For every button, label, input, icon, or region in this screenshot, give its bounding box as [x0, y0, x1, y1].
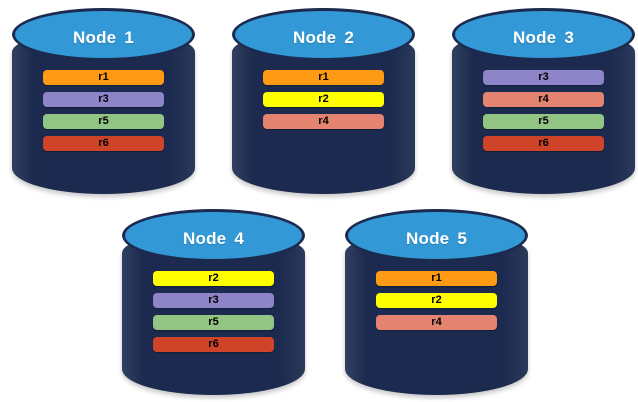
node-title-number: 4 — [234, 228, 244, 248]
cylinder-top-disc — [122, 209, 305, 262]
replica-bar-r4[interactable]: r4 — [483, 92, 604, 107]
cylinder-top-disc — [452, 8, 635, 61]
node-title-number: 3 — [564, 27, 574, 47]
node-title-number: 2 — [344, 27, 354, 47]
replica-bar-r4[interactable]: r4 — [263, 114, 384, 129]
node-cylinder-5[interactable]: Node 5 r1 r2 r4 — [345, 209, 528, 395]
node-cylinder-4[interactable]: Node 4 r2 r3 r5 r6 — [122, 209, 305, 395]
node-title-word: Node — [406, 228, 450, 248]
replica-bar-r1[interactable]: r1 — [263, 70, 384, 85]
replica-bar-r2[interactable]: r2 — [376, 293, 497, 308]
replica-bar-r6[interactable]: r6 — [483, 136, 604, 151]
replica-stack: r1 r2 r4 — [263, 70, 384, 129]
node-title: Node 2 — [232, 8, 415, 61]
replica-bar-r1[interactable]: r1 — [376, 271, 497, 286]
replica-bar-r3[interactable]: r3 — [153, 293, 274, 308]
cylinder-top-disc — [12, 8, 195, 61]
node-title-word: Node — [73, 27, 117, 47]
replica-bar-r6[interactable]: r6 — [153, 337, 274, 352]
replica-bar-r2[interactable]: r2 — [263, 92, 384, 107]
node-cylinder-1[interactable]: Node 1 r1 r3 r5 r6 — [12, 8, 195, 194]
replica-bar-r4[interactable]: r4 — [376, 315, 497, 330]
node-title: Node 4 — [122, 209, 305, 262]
replica-bar-r3[interactable]: r3 — [483, 70, 604, 85]
replica-bar-r1[interactable]: r1 — [43, 70, 164, 85]
replica-bar-r5[interactable]: r5 — [483, 114, 604, 129]
node-title: Node 5 — [345, 209, 528, 262]
node-cylinder-3[interactable]: Node 3 r3 r4 r5 r6 — [452, 8, 635, 194]
replica-stack: r1 r3 r5 r6 — [43, 70, 164, 151]
replica-stack: r2 r3 r5 r6 — [153, 271, 274, 352]
node-title: Node 1 — [12, 8, 195, 61]
replica-bar-r2[interactable]: r2 — [153, 271, 274, 286]
replica-bar-r3[interactable]: r3 — [43, 92, 164, 107]
node-title: Node 3 — [452, 8, 635, 61]
node-title-word: Node — [293, 27, 337, 47]
node-title-word: Node — [513, 27, 557, 47]
node-title-number: 1 — [124, 27, 134, 47]
node-title-number: 5 — [457, 228, 467, 248]
node-title-word: Node — [183, 228, 227, 248]
replica-stack: r3 r4 r5 r6 — [483, 70, 604, 151]
cylinder-top-disc — [232, 8, 415, 61]
replica-bar-r5[interactable]: r5 — [153, 315, 274, 330]
node-cylinder-2[interactable]: Node 2 r1 r2 r4 — [232, 8, 415, 194]
replica-bar-r6[interactable]: r6 — [43, 136, 164, 151]
replica-stack: r1 r2 r4 — [376, 271, 497, 330]
cylinder-top-disc — [345, 209, 528, 262]
replica-bar-r5[interactable]: r5 — [43, 114, 164, 129]
